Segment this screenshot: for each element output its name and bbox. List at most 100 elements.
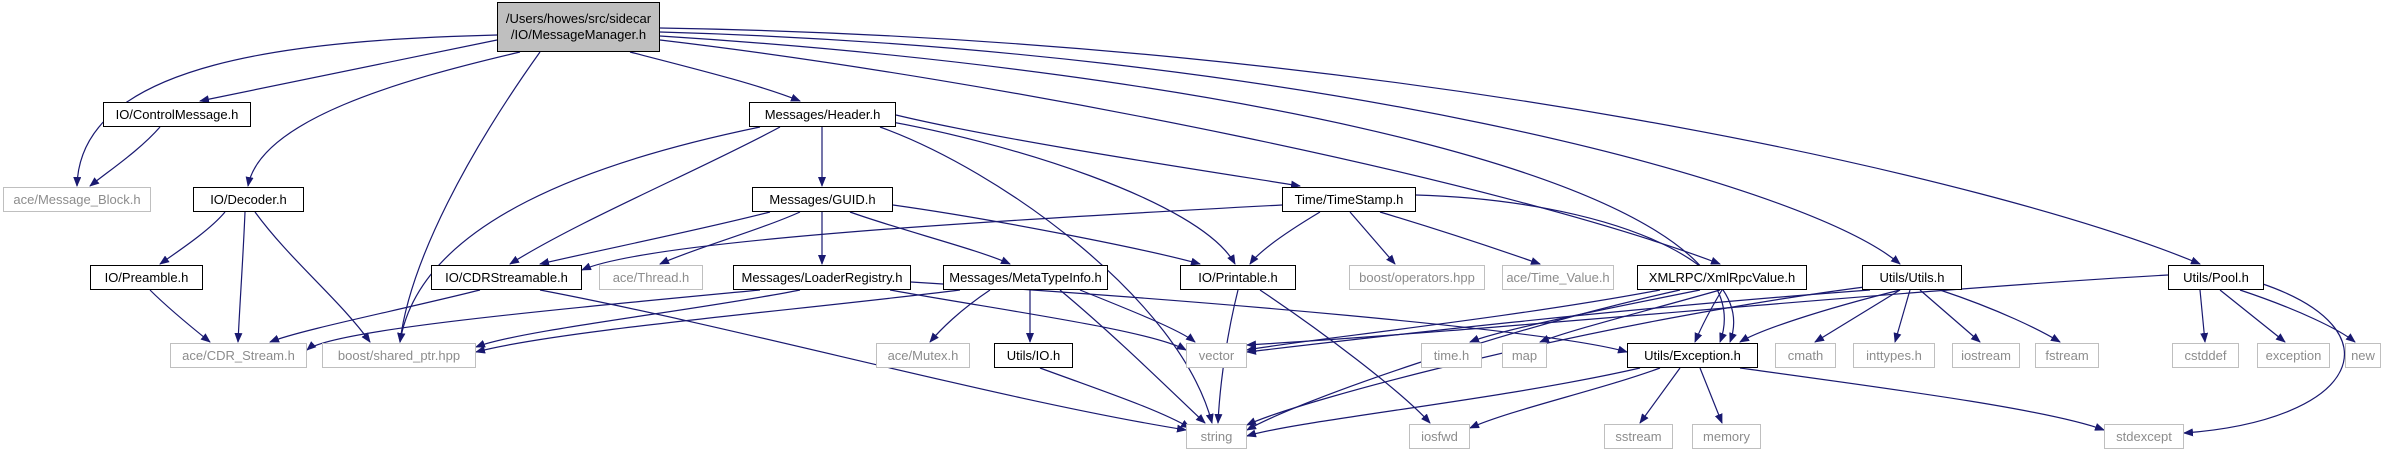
- node-message-block: ace/Message_Block.h: [3, 187, 151, 212]
- edge-time-stamp-printable: [1249, 211, 1321, 265]
- node-control-message[interactable]: IO/ControlMessage.h: [103, 102, 251, 127]
- node-decoder[interactable]: IO/Decoder.h: [193, 187, 304, 212]
- root-path-line1: /Users/howes/src/sidecar: [505, 11, 652, 26]
- edge-xml-rpc-value-string: [1246, 289, 1681, 431]
- edge-utils-utils-inttypes: [1893, 289, 1911, 343]
- node-pool[interactable]: Utils/Pool.h: [2168, 265, 2264, 290]
- node-stdexcept: stdexcept: [2104, 424, 2184, 449]
- edge-header-string: [879, 126, 1214, 424]
- edge-utils-utils-exception-h: [1739, 289, 1901, 343]
- edge-utils-utils-cmath: [1814, 289, 1901, 343]
- edge-guid-meta-type-info: [849, 211, 1011, 265]
- edge-utils-utils-vector: [1246, 289, 1871, 355]
- node-ace-mutex: ace/Mutex.h: [876, 343, 970, 368]
- edge-exception-h-stdexcept: [1739, 367, 2105, 431]
- edge-meta-type-info-ace-mutex: [929, 289, 991, 343]
- edge-root-header: [629, 51, 801, 102]
- edge-meta-type-info-vector: [1079, 289, 1196, 343]
- node-string: string: [1186, 424, 1247, 449]
- edge-exception-h-string: [1246, 367, 1641, 438]
- edge-meta-type-info-shared-ptr: [475, 289, 961, 354]
- node-fstream: fstream: [2035, 343, 2099, 368]
- node-ace-time-value: ace/Time_Value.h: [1502, 265, 1614, 290]
- node-iostream: iostream: [1952, 343, 2020, 368]
- edge-header-cdr-streamable: [509, 126, 781, 265]
- node-iosfwd: iosfwd: [1409, 424, 1470, 449]
- edge-time-stamp-boost-operators: [1349, 211, 1396, 265]
- node-ace-thread: ace/Thread.h: [599, 265, 703, 290]
- edge-utils-utils-iostream: [1919, 289, 1981, 343]
- edge-root-shared-ptr: [397, 51, 541, 343]
- edge-utils-io-string: [1039, 367, 1191, 429]
- edge-exception-h-sstream: [1639, 367, 1681, 424]
- node-new: new: [2345, 343, 2381, 368]
- edge-loader-registry-vector: [889, 289, 1187, 351]
- edge-decoder-preamble: [159, 211, 226, 265]
- node-time-stamp[interactable]: Time/TimeStamp.h: [1282, 187, 1416, 212]
- edge-cdr-streamable-string: [539, 289, 1187, 433]
- edge-time-stamp-cdr-streamable: [581, 204, 1283, 271]
- edge-time-stamp-ace-time-value: [1379, 211, 1541, 265]
- node-exception-h[interactable]: Utils/Exception.h: [1627, 343, 1758, 368]
- edge-decoder-cdr-stream: [234, 211, 246, 343]
- edge-loader-registry-exception-h: [910, 281, 1628, 354]
- edge-cdr-streamable-cdr-stream: [269, 289, 481, 343]
- edge-root-message-block: [73, 34, 498, 187]
- node-sstream: sstream: [1604, 424, 1673, 449]
- edge-header-shared-ptr: [397, 126, 761, 343]
- node-printable[interactable]: IO/Printable.h: [1180, 265, 1296, 290]
- edge-pool-exception: [2219, 289, 2286, 343]
- edge-pool-cstddef: [2199, 289, 2209, 343]
- node-time-h: time.h: [1421, 343, 1482, 368]
- node-exception: exception: [2257, 343, 2330, 368]
- edge-decoder-shared-ptr: [254, 211, 371, 343]
- node-utils-utils[interactable]: Utils/Utils.h: [1862, 265, 1962, 290]
- edge-xml-rpc-value-vector: [1246, 289, 1661, 353]
- edge-guid-ace-thread: [659, 211, 801, 265]
- node-meta-type-info[interactable]: Messages/MetaTypeInfo.h: [943, 265, 1108, 290]
- node-guid[interactable]: Messages/GUID.h: [752, 187, 893, 212]
- edge-root-pool: [659, 27, 2201, 265]
- edge-printable-iosfwd: [1259, 289, 1431, 424]
- edge-xml-rpc-value-map: [1539, 289, 1721, 343]
- edge-meta-type-info-string: [1059, 289, 1206, 424]
- edge-root-decoder: [245, 51, 521, 187]
- edge-exception-h-iosfwd: [1469, 367, 1661, 429]
- edge-time-stamp-exception-h: [1415, 194, 1737, 343]
- node-cstddef: cstddef: [2172, 343, 2239, 368]
- edge-pool-new: [2239, 289, 2356, 343]
- edge-control-message-message-block: [89, 126, 161, 187]
- edge-header-time-stamp: [895, 114, 1301, 189]
- edge-loader-registry-cdr-stream: [306, 289, 761, 351]
- edge-pool-vector: [1246, 274, 2169, 349]
- node-memory: memory: [1692, 424, 1761, 449]
- edge-utils-utils-fstream: [1939, 289, 2061, 343]
- node-cdr-stream: ace/CDR_Stream.h: [170, 343, 307, 368]
- edge-exception-h-memory: [1699, 367, 1723, 424]
- edge-guid-cdr-streamable: [539, 211, 771, 266]
- node-cmath: cmath: [1775, 343, 1836, 368]
- root-path-line2: /IO/MessageManager.h: [510, 27, 647, 42]
- node-cdr-streamable[interactable]: IO/CDRStreamable.h: [431, 265, 582, 290]
- node-inttypes: inttypes.h: [1853, 343, 1935, 368]
- edge-root-utils-utils: [659, 31, 1901, 265]
- edge-preamble-cdr-stream: [149, 289, 211, 343]
- node-header[interactable]: Messages/Header.h: [749, 102, 896, 127]
- node-utils-io[interactable]: Utils/IO.h: [994, 343, 1073, 368]
- node-map: map: [1502, 343, 1547, 368]
- edge-guid-printable: [892, 204, 1201, 266]
- node-loader-registry[interactable]: Messages/LoaderRegistry.h: [733, 265, 911, 290]
- node-root-file: /Users/howes/src/sidecar /IO/MessageMana…: [497, 2, 660, 52]
- edge-xml-rpc-value-time-h: [1469, 289, 1701, 343]
- node-preamble[interactable]: IO/Preamble.h: [90, 265, 203, 290]
- edge-loader-registry-shared-ptr: [475, 289, 801, 348]
- edge-root-control-message: [199, 39, 498, 104]
- node-vector: vector: [1186, 343, 1247, 368]
- edge-root-xml-rpc-value: [659, 39, 1721, 265]
- node-xml-rpc-value[interactable]: XMLRPC/XmlRpcValue.h: [1637, 265, 1807, 290]
- node-shared-ptr: boost/shared_ptr.hpp: [322, 343, 476, 368]
- edge-header-printable: [879, 119, 1236, 265]
- edge-xml-rpc-value-exception-h: [1694, 289, 1723, 343]
